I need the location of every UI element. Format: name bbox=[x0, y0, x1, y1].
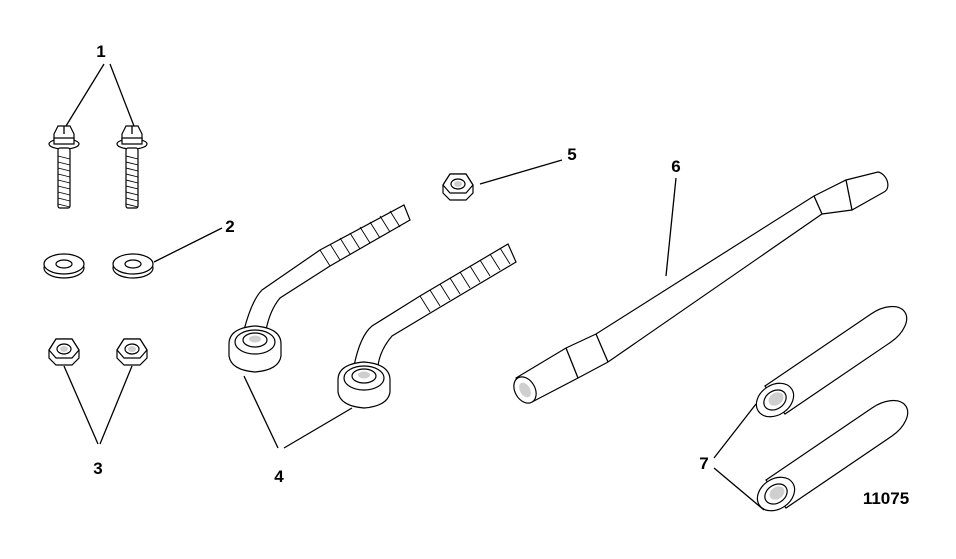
washer-left bbox=[43, 253, 85, 279]
callout-1: 1 bbox=[96, 42, 105, 61]
callout-4: 4 bbox=[274, 467, 284, 486]
figure-id: 11075 bbox=[863, 489, 909, 508]
rod-end-front bbox=[228, 204, 411, 373]
nut-right bbox=[116, 338, 148, 366]
callout-5: 5 bbox=[567, 145, 576, 164]
leader-lines bbox=[63, 63, 765, 511]
nut-left bbox=[48, 338, 80, 366]
callout-3: 3 bbox=[93, 459, 102, 478]
callout-7: 7 bbox=[699, 454, 708, 473]
callout-6: 6 bbox=[671, 157, 680, 176]
jam-nut bbox=[442, 173, 474, 201]
rod-end-rear bbox=[337, 243, 517, 409]
callout-2: 2 bbox=[225, 217, 234, 236]
tie-bar-tube bbox=[513, 171, 889, 404]
washer-right bbox=[112, 253, 154, 279]
bolt-right bbox=[116, 125, 148, 209]
bolt-left bbox=[48, 125, 80, 209]
